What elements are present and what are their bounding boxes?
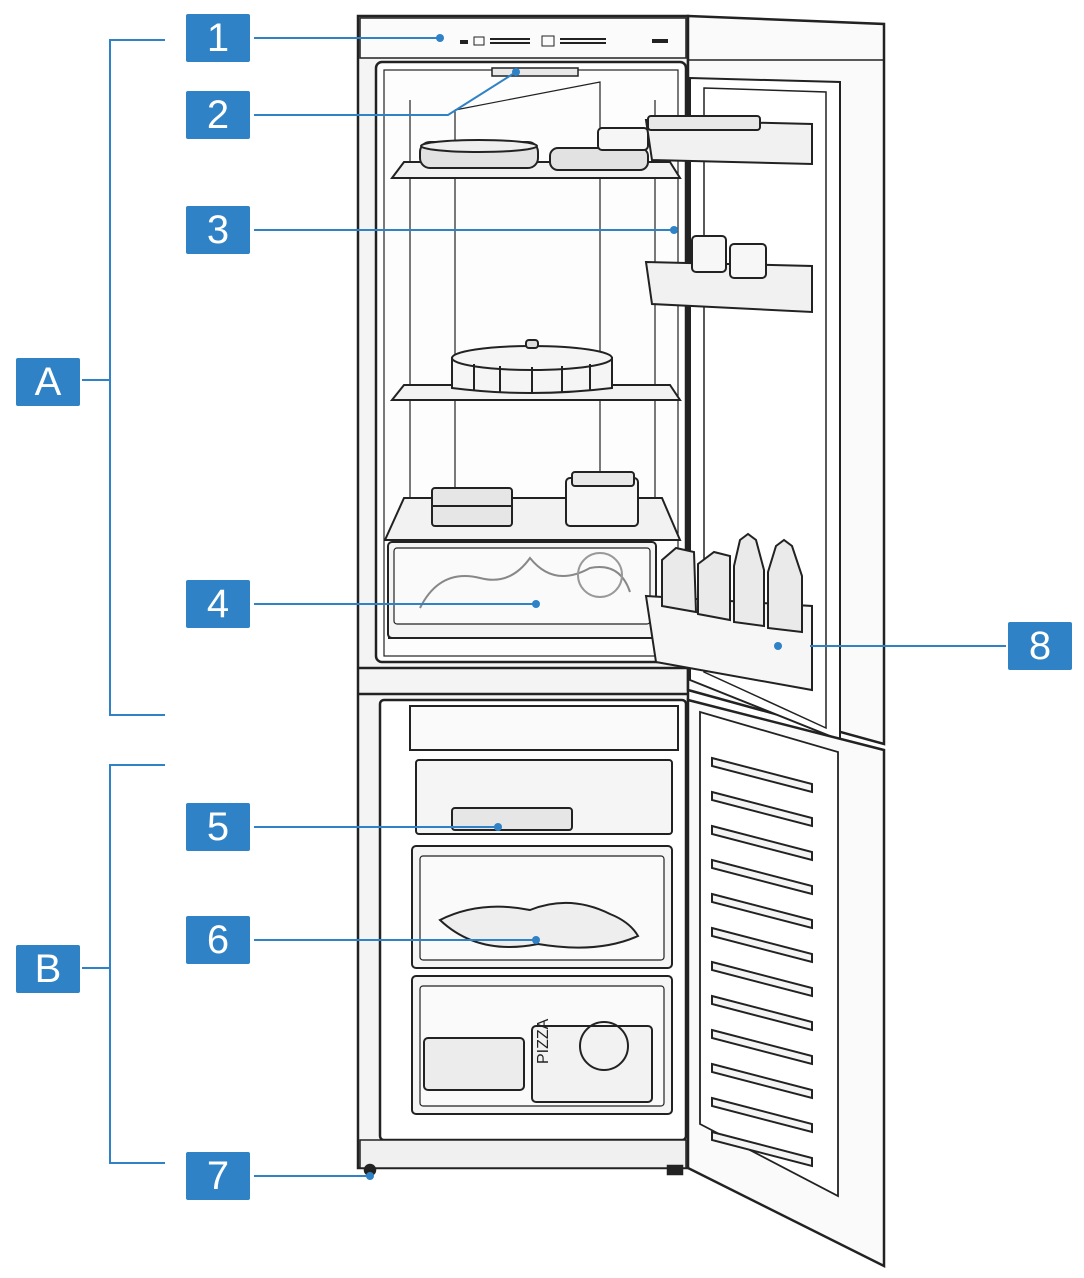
- zone-label-freezer: B: [16, 945, 80, 993]
- freezer-door-rib: [711, 790, 813, 828]
- bottles-and-cartons: [661, 532, 803, 634]
- callout-8: 8: [1008, 622, 1072, 670]
- pizza-box-text: PIZZA: [535, 1018, 552, 1064]
- interior-light: [491, 67, 579, 77]
- freezer-door-rib: [711, 756, 813, 794]
- plates: [419, 127, 649, 171]
- callout-5: 5: [186, 803, 250, 851]
- vegetable-drawer: [387, 541, 657, 639]
- freezer-door-rib: [711, 824, 813, 862]
- freezer-door-rib: [711, 1028, 813, 1066]
- zone-label-fridge: A: [16, 358, 80, 406]
- freezer-door-rib: [711, 926, 813, 964]
- callout-2: 2: [186, 91, 250, 139]
- leader-dots: [366, 34, 782, 1180]
- freezer-door-rib: [711, 858, 813, 896]
- callout-3: 3: [186, 206, 250, 254]
- callout-7: 7: [186, 1152, 250, 1200]
- freezer-door-rib: [711, 1096, 813, 1134]
- freezer-door-rib: [711, 960, 813, 998]
- callout-4: 4: [186, 580, 250, 628]
- control-panel: [460, 35, 668, 47]
- callout-1: 1: [186, 14, 250, 62]
- freezer-door-rib: [711, 892, 813, 930]
- food-boxes: [431, 471, 639, 527]
- freezer-door-ribs: [711, 756, 813, 1168]
- freezer-door-rib: [711, 994, 813, 1032]
- freezer-door-rib: [711, 1130, 813, 1168]
- cake-container: [451, 339, 613, 394]
- callout-6: 6: [186, 916, 250, 964]
- freezer-compartment: [409, 705, 679, 1115]
- leader-lines: [82, 37, 1006, 1177]
- freezer-door-rib: [711, 1062, 813, 1100]
